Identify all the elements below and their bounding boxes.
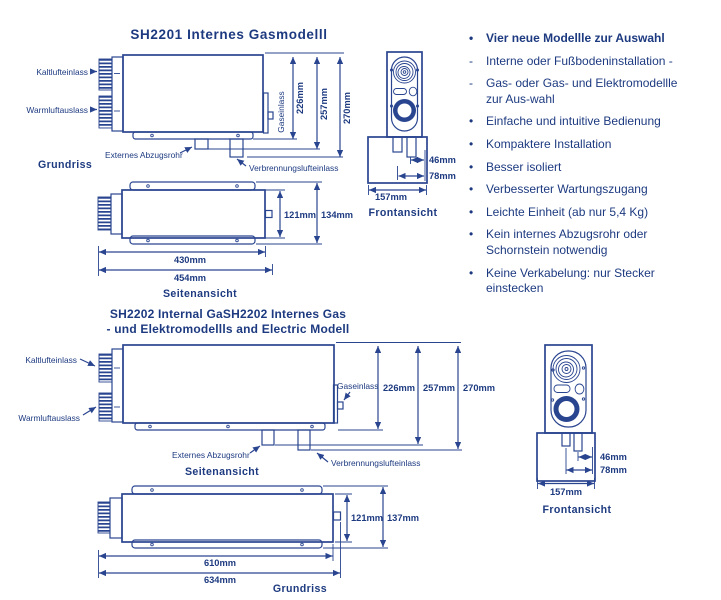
combustion-air-inlet-label: Verbrennungslufteinlass bbox=[331, 458, 420, 468]
list-item: - Interne oder Fußbodeninstallation - bbox=[469, 54, 721, 70]
dim-430mm: 430mm bbox=[174, 255, 206, 265]
dim-610mm: 610mm bbox=[204, 558, 236, 568]
feature-text: Verbesserter Wartungszugang bbox=[486, 182, 648, 197]
combustion-air-inlet-label: Verbrennungslufteinlass bbox=[249, 163, 338, 173]
feature-text: Besser isoliert bbox=[486, 159, 562, 174]
list-item: • Kein internes Abzugsrohr oder Schornst… bbox=[469, 227, 721, 258]
dim-121mm: 121mm bbox=[351, 513, 383, 523]
list-item: • Kompaktere Installation bbox=[469, 137, 721, 153]
sh2202-title-line2: - und Elektromodellls and Electric Model… bbox=[107, 322, 350, 336]
dim-157mm: 157mm bbox=[550, 487, 582, 497]
view-name-frontansicht: Frontansicht bbox=[369, 207, 438, 219]
sh2202-front-view: 46mm 78mm 157mm Frontansicht bbox=[536, 344, 627, 516]
bullet-marker: • bbox=[469, 265, 474, 280]
dim-78mm: 78mm bbox=[600, 465, 627, 475]
features-list: • Vier neue Modellle zur Auswahl - Inter… bbox=[469, 31, 721, 304]
sh2201-front-view: 46mm 78mm 157mm Frontansicht bbox=[367, 51, 456, 219]
sh2201-title: SH2201 Internes Gasmodelll bbox=[130, 27, 327, 42]
view-name-grundriss: Grundriss bbox=[273, 583, 327, 595]
dim-257mm: 257mm bbox=[423, 383, 455, 393]
feature-text: Kompaktere Installation bbox=[486, 136, 612, 151]
dim-157mm: 157mm bbox=[375, 192, 407, 202]
feature-text: Keine Verkabelung: nur Stecker einstecke… bbox=[486, 265, 655, 296]
feature-text: Gas- oder Gas- und Elektromodellle zur A… bbox=[486, 76, 678, 106]
dim-634mm: 634mm bbox=[204, 575, 236, 585]
dim-121mm: 121mm bbox=[284, 210, 316, 220]
dim-46mm: 46mm bbox=[429, 155, 456, 165]
bullet-marker: • bbox=[469, 31, 474, 45]
list-item: - Gas- oder Gas- und Elektromodellle zur… bbox=[469, 76, 721, 107]
gas-inlet-label: Gaseinlass bbox=[276, 91, 286, 132]
cold-air-inlet-label: Kaltlufteinlass bbox=[36, 67, 88, 77]
warm-air-outlet-label: Warmluftauslass bbox=[18, 413, 80, 423]
feature-text: Einfache und intuitive Bedienung bbox=[486, 114, 661, 129]
sh2202-plan-view: 121mm 137mm 610mm 634mm Grundriss bbox=[97, 485, 419, 595]
external-flue-label: Externes Abzugsrohr bbox=[105, 150, 183, 160]
list-item: • Besser isoliert bbox=[469, 160, 721, 176]
list-item: • Leichte Einheit (ab nur 5,4 Kg) bbox=[469, 205, 721, 221]
bullet-marker: • bbox=[469, 114, 474, 129]
sh2201-plan-view: 121mm 134mm 430mm 454mm Seitenansicht bbox=[97, 181, 353, 300]
view-name-seitenansicht: Seitenansicht bbox=[185, 466, 259, 478]
dim-226mm: 226mm bbox=[383, 383, 415, 393]
feature-text: Vier neue Modellle zur Auswahl bbox=[486, 31, 665, 45]
sh2201-side-view: 226mm 257mm 270mm Gaseinlass Kaltluftein… bbox=[26, 52, 352, 173]
list-item: • Keine Verkabelung: nur Stecker einstec… bbox=[469, 266, 721, 297]
dim-270mm: 270mm bbox=[342, 92, 352, 124]
view-name-grundriss: Grundriss bbox=[38, 159, 92, 171]
list-item: • Einfache und intuitive Bedienung bbox=[469, 114, 721, 130]
dash-marker: - bbox=[469, 53, 473, 68]
dim-226mm: 226mm bbox=[295, 82, 305, 114]
list-item: • Verbesserter Wartungszugang bbox=[469, 182, 721, 198]
list-item: • Vier neue Modellle zur Auswahl bbox=[469, 31, 721, 47]
view-name-seitenansicht: Seitenansicht bbox=[163, 288, 237, 300]
dim-137mm: 137mm bbox=[387, 513, 419, 523]
dim-257mm: 257mm bbox=[319, 88, 329, 120]
dim-270mm: 270mm bbox=[463, 383, 495, 393]
bullet-marker: • bbox=[469, 136, 474, 151]
view-name-frontansicht: Frontansicht bbox=[543, 504, 612, 516]
sh2202-title-line1: SH2202 Internal GaSH2202 Internes Gas bbox=[110, 307, 346, 321]
warm-air-outlet-label: Warmluftauslass bbox=[26, 105, 88, 115]
bullet-marker: • bbox=[469, 159, 474, 174]
dim-134mm: 134mm bbox=[321, 210, 353, 220]
bullet-marker: • bbox=[469, 182, 474, 197]
feature-text: Leichte Einheit (ab nur 5,4 Kg) bbox=[486, 204, 649, 219]
feature-text: Kein internes Abzugsrohr oder Schornstei… bbox=[486, 227, 648, 257]
sh2202-side-view: 226mm 257mm 270mm Gaseinlass Kaltluftein… bbox=[18, 342, 495, 478]
gas-inlet-label: Gaseinlass bbox=[337, 381, 378, 391]
bullet-marker: • bbox=[469, 204, 474, 219]
feature-text: Interne oder Fußbodeninstallation - bbox=[486, 53, 673, 68]
dim-46mm: 46mm bbox=[600, 452, 627, 462]
bullet-marker: • bbox=[469, 227, 474, 242]
dash-marker: - bbox=[469, 76, 473, 91]
external-flue-label: Externes Abzugsrohr bbox=[172, 450, 250, 460]
dim-78mm: 78mm bbox=[429, 171, 456, 181]
dim-454mm: 454mm bbox=[174, 273, 206, 283]
cold-air-inlet-label: Kaltlufteinlass bbox=[25, 355, 77, 365]
